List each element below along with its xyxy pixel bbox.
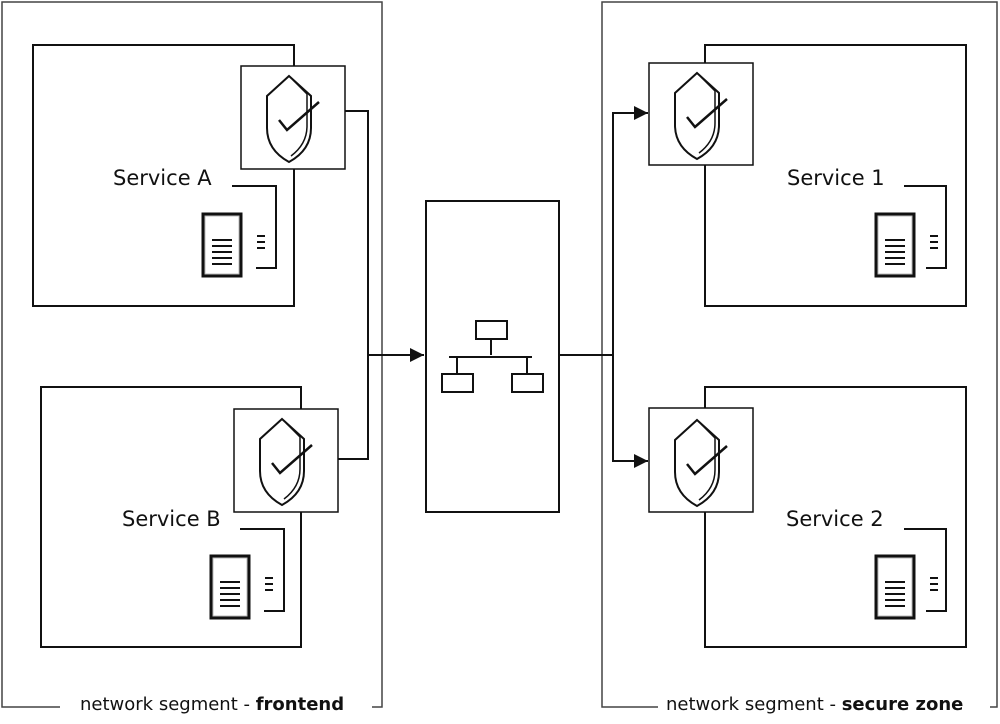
connector-left — [338, 110, 424, 460]
firewall-1 — [648, 62, 754, 166]
service-1-box: Service 1 — [704, 44, 967, 307]
service-b-label: Service B — [122, 507, 221, 531]
zone-secure: network segment - secure zone — [601, 1, 998, 715]
network-hub — [425, 200, 560, 513]
server-icon — [874, 554, 940, 620]
service-2-box: Service 2 — [704, 386, 967, 648]
service-2-label: Service 2 — [786, 507, 884, 531]
zone-frontend-label: network segment - frontend — [80, 694, 344, 715]
firewall-b — [233, 408, 339, 513]
zone-secure-label: network segment - secure zone — [666, 694, 963, 715]
service-b-box: Service B — [40, 386, 302, 648]
server-icon — [209, 554, 275, 620]
server-icon — [874, 212, 940, 278]
connector-right — [559, 106, 648, 468]
service-a-label: Service A — [113, 166, 212, 190]
service-a-box: Service A — [32, 44, 295, 307]
network-hub-icon — [441, 320, 544, 393]
firewall-2 — [648, 407, 754, 513]
server-icon — [201, 212, 267, 278]
firewall-a — [240, 65, 346, 170]
service-1-label: Service 1 — [787, 166, 885, 190]
zone-frontend: network segment - frontend — [1, 1, 383, 715]
